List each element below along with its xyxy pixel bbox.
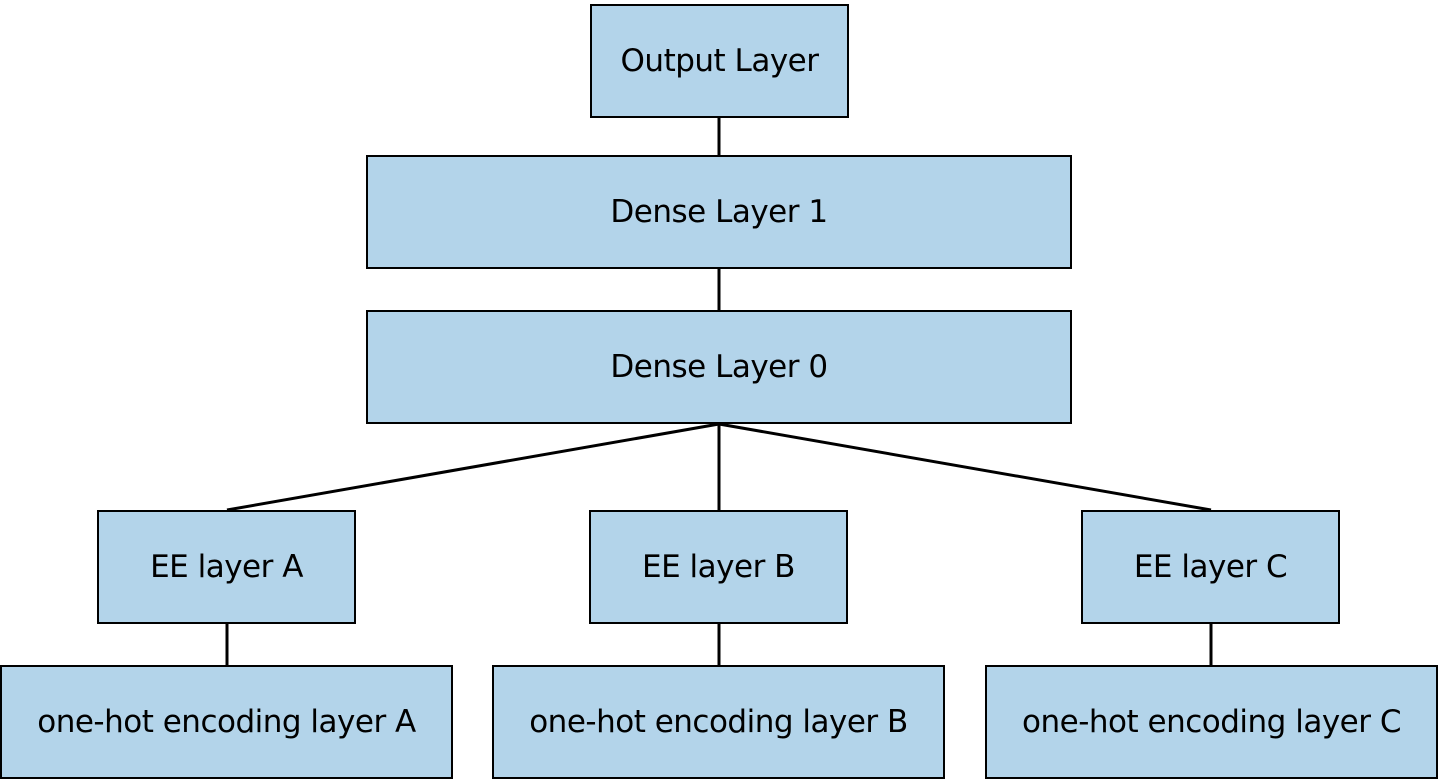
dense-layer-0-node: Dense Layer 0 <box>366 310 1072 424</box>
onehot-layer-a-label: one-hot encoding layer A <box>37 704 416 740</box>
onehot-layer-b-node: one-hot encoding layer B <box>492 665 945 779</box>
edge-ee-a-to-dense0 <box>226 422 720 512</box>
ee-layer-c-label: EE layer C <box>1133 549 1288 585</box>
dense-layer-0-label: Dense Layer 0 <box>610 349 828 385</box>
onehot-layer-a-node: one-hot encoding layer A <box>0 665 453 779</box>
onehot-layer-b-label: one-hot encoding layer B <box>529 704 908 740</box>
ee-layer-b-node: EE layer B <box>589 510 848 624</box>
onehot-layer-c-node: one-hot encoding layer C <box>985 665 1438 779</box>
ee-layer-a-label: EE layer A <box>150 549 303 585</box>
output-layer-node: Output Layer <box>590 4 849 118</box>
output-layer-label: Output Layer <box>620 43 819 79</box>
ee-layer-b-label: EE layer B <box>642 549 795 585</box>
onehot-layer-c-label: one-hot encoding layer C <box>1022 704 1401 740</box>
ee-layer-c-node: EE layer C <box>1081 510 1340 624</box>
edge-ee-c-to-dense0 <box>718 422 1212 512</box>
dense-layer-1-label: Dense Layer 1 <box>610 194 828 230</box>
dense-layer-1-node: Dense Layer 1 <box>366 155 1072 269</box>
ee-layer-a-node: EE layer A <box>97 510 356 624</box>
